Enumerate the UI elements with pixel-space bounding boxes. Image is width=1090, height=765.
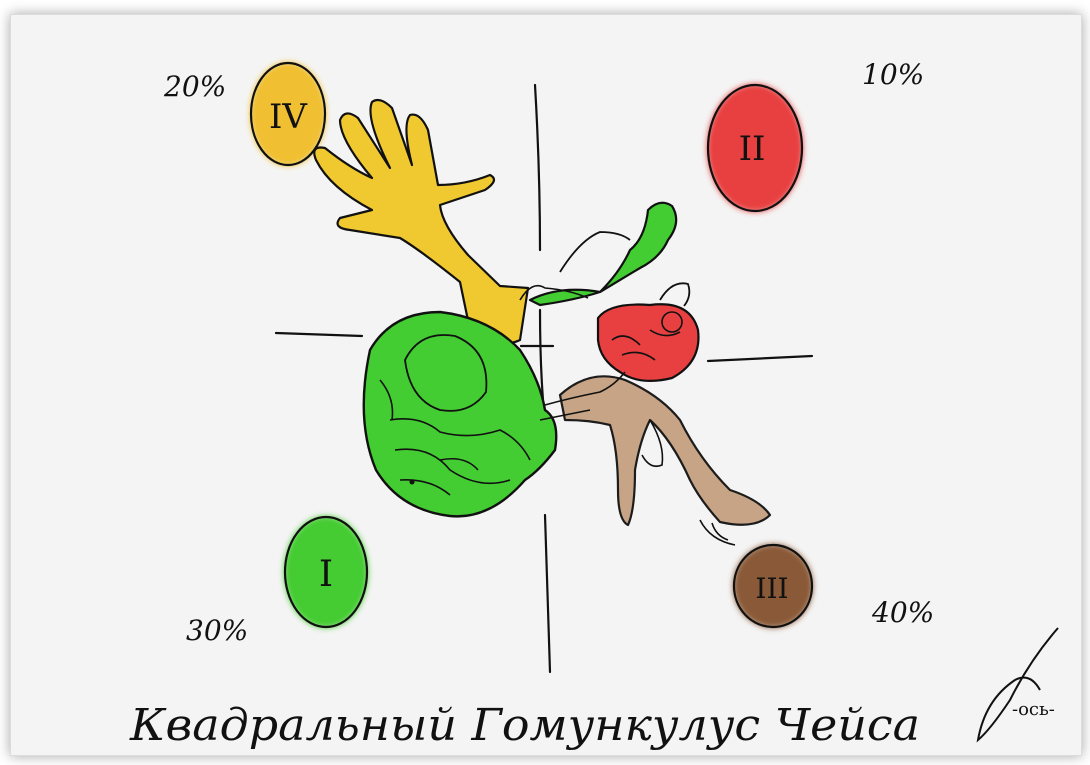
green-limb	[530, 203, 676, 305]
percent-bottom-right: 40%	[871, 596, 934, 629]
percent-bottom-left: 30%	[186, 614, 248, 647]
blob-i: I	[284, 516, 368, 628]
drawing-title: Квадральный Гомункулус Чейса	[129, 700, 920, 751]
red-lobe	[598, 283, 698, 381]
signature	[978, 628, 1058, 740]
blob-iii: III	[733, 544, 813, 628]
green-body	[364, 312, 557, 516]
brown-limb	[560, 376, 770, 545]
blob-ii: II	[707, 84, 803, 212]
percent-top-left: 20%	[163, 70, 226, 103]
blob-iii-label: III	[755, 572, 788, 605]
percent-top-right: 10%	[862, 58, 924, 91]
hand-figure	[314, 100, 528, 343]
blob-ii-label: II	[739, 129, 766, 169]
signature-mark: -ось-	[1012, 699, 1055, 720]
blob-iv-label: IV	[269, 97, 308, 137]
blob-i-label: I	[319, 554, 333, 595]
